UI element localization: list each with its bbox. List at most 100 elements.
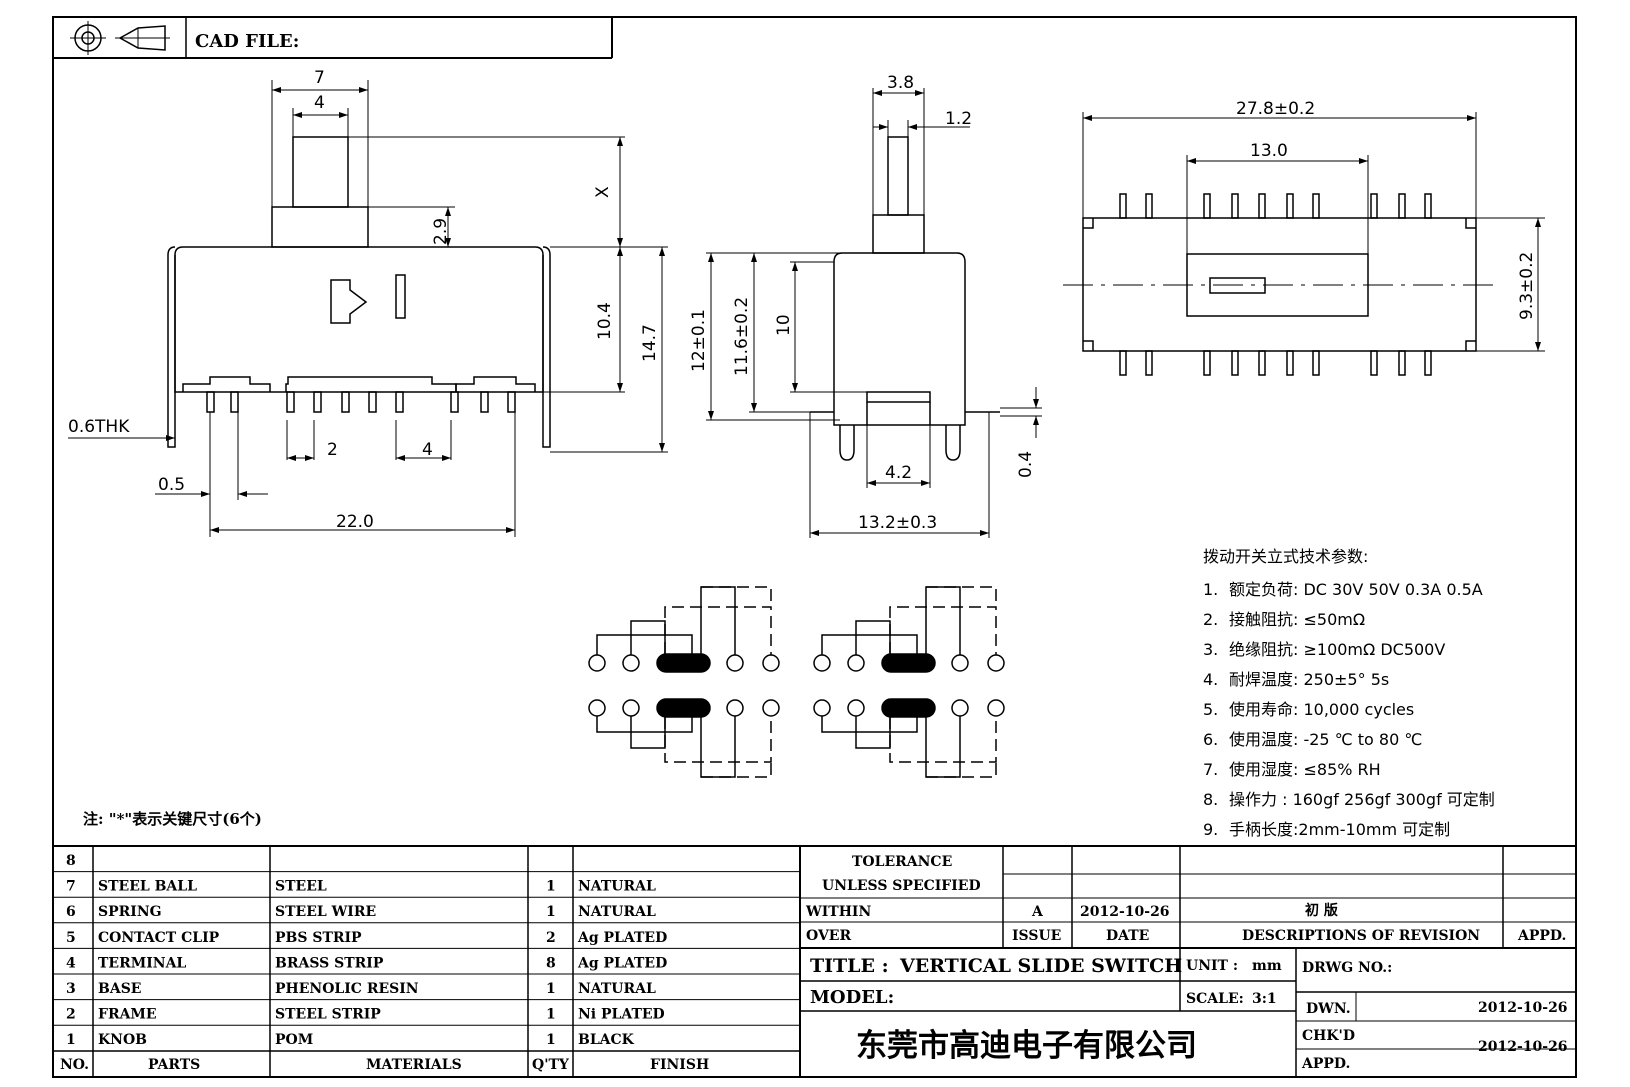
spec-item-number: 3. bbox=[1203, 640, 1218, 659]
bom-cell-finish: Ag PLATED bbox=[577, 930, 667, 946]
bom-cell-no: 5 bbox=[66, 930, 76, 946]
spec-item-number: 6. bbox=[1203, 730, 1218, 749]
tb-issue-header: ISSUE bbox=[1012, 928, 1061, 944]
dim-total-height: 14.7 bbox=[640, 324, 660, 362]
bom-cell-finish: Ni PLATED bbox=[578, 1007, 665, 1023]
side-dims bbox=[706, 88, 1042, 538]
spec-item-number: 4. bbox=[1203, 670, 1218, 689]
tb-tolerance: TOLERANCE bbox=[852, 854, 952, 870]
spec-item-text: 耐焊温度: 250±5° 5s bbox=[1229, 670, 1389, 689]
circuit-schematic-left bbox=[588, 586, 780, 778]
dim-side-width: 13.2±0.3 bbox=[858, 513, 937, 533]
bom-cell-qty: 2 bbox=[546, 930, 556, 946]
tb-scale-label: SCALE: bbox=[1186, 991, 1244, 1007]
tb-title-label: TITLE : bbox=[810, 955, 889, 977]
tb-within: WITHIN bbox=[805, 904, 871, 920]
bom-cell-material: STEEL STRIP bbox=[275, 1007, 381, 1023]
title-block-text: TOLERANCE UNLESS SPECIFIED WITHIN OVER A… bbox=[805, 854, 1568, 1072]
tb-model-label: MODEL: bbox=[810, 987, 894, 1008]
bom-cell-no: 7 bbox=[66, 879, 76, 895]
bom-headers: NO. PARTS MATERIALS Q'TY FINISH bbox=[60, 1057, 709, 1073]
spec-item-text: 使用温度: -25 ℃ to 80 ℃ bbox=[1229, 730, 1422, 749]
top-dims bbox=[1082, 112, 1545, 352]
bom-cell-part: KNOB bbox=[98, 1032, 147, 1048]
spec-item-number: 8. bbox=[1203, 790, 1218, 809]
front-pins bbox=[206, 391, 516, 413]
header-block: CAD FILE: bbox=[53, 17, 613, 59]
dim-thickness: 0.6THK bbox=[68, 417, 130, 437]
bom-cell-no: 4 bbox=[66, 955, 76, 971]
tb-dwn-date: 2012-10-26 bbox=[1478, 1000, 1568, 1016]
bom-cell-material: STEEL bbox=[275, 879, 327, 895]
spec-title: 拨动开关立式技术参数: bbox=[1203, 547, 1368, 566]
bom-cell-material: BRASS STRIP bbox=[275, 955, 384, 971]
bom-cell-no: 6 bbox=[66, 904, 76, 920]
bom-cell-part: CONTACT CLIP bbox=[98, 930, 220, 946]
drawing-border bbox=[52, 16, 1577, 1078]
spec-item-text: 绝缘阻抗: ≥100mΩ DC500V bbox=[1229, 640, 1445, 659]
top-pins bbox=[1119, 193, 1432, 376]
tb-company: 东莞市高迪电子有限公司 bbox=[856, 1028, 1197, 1064]
front-dims bbox=[68, 80, 668, 537]
tb-dwn: DWN. bbox=[1306, 1001, 1351, 1017]
bom-cell-part: STEEL BALL bbox=[98, 879, 197, 895]
tb-rev-date: 2012-10-26 bbox=[1080, 904, 1170, 920]
tb-over: OVER bbox=[806, 928, 851, 944]
tb-unit-label: UNIT : bbox=[1186, 958, 1238, 974]
dim-top-width: 9.3±0.2 bbox=[1517, 252, 1537, 320]
spec-item-text: 操作力 : 160gf 256gf 300gf 可定制 bbox=[1229, 790, 1495, 809]
tb-rev-desc: 初 版 bbox=[1305, 902, 1338, 919]
tb-unless: UNLESS SPECIFIED bbox=[822, 878, 981, 894]
circuit-schematic-right bbox=[813, 586, 1005, 778]
tb-desc-header: DESCRIPTIONS OF REVISION bbox=[1242, 928, 1480, 944]
spec-item-number: 5. bbox=[1203, 700, 1218, 719]
spec-item-number: 2. bbox=[1203, 610, 1218, 629]
dim-top-length: 27.8±0.2 bbox=[1236, 99, 1315, 119]
bom-cell-qty: 8 bbox=[546, 955, 556, 971]
bom-cell-finish: Ag PLATED bbox=[577, 955, 667, 971]
spec-item-text: 接触阻抗: ≤50mΩ bbox=[1229, 610, 1365, 629]
dim-side-height-b: 11.6±0.2 bbox=[732, 297, 752, 376]
bom-cell-no: 3 bbox=[66, 981, 76, 997]
spec-item-number: 1. bbox=[1203, 580, 1218, 599]
bom-cell-part: FRAME bbox=[98, 1007, 157, 1023]
bom-header-no: NO. bbox=[60, 1057, 89, 1073]
top-dim-labels: 27.8±0.2 13.0 9.3±0.2 bbox=[1236, 99, 1537, 320]
tb-appd-header: APPD. bbox=[1517, 928, 1566, 944]
tb-chkd-date: 2012-10-26 bbox=[1478, 1039, 1568, 1055]
dim-side-knob-slot: 1.2 bbox=[945, 109, 972, 129]
dim-pin-gap: 4 bbox=[422, 440, 433, 460]
front-view bbox=[167, 136, 551, 448]
projection-symbol-icon bbox=[70, 21, 170, 55]
dim-knob-inner: 4 bbox=[314, 93, 325, 113]
spec-item-text: 使用湿度: ≤85% RH bbox=[1229, 760, 1381, 779]
bom-cell-no: 8 bbox=[66, 853, 76, 869]
bom-cell-part: BASE bbox=[98, 981, 141, 997]
bom-cell-qty: 1 bbox=[546, 879, 556, 895]
bom-cell-qty: 1 bbox=[546, 904, 556, 920]
bom-header-finish: FINISH bbox=[650, 1057, 709, 1073]
bom-cell-qty: 1 bbox=[546, 1007, 556, 1023]
tb-unit-value: mm bbox=[1252, 958, 1282, 974]
note-text: 注: "*"表示关键尺寸(6个) bbox=[83, 810, 262, 828]
bom-cell-no: 2 bbox=[66, 1007, 76, 1023]
dim-pin-pitch: 2 bbox=[327, 440, 338, 460]
spec-item-text: 额定负荷: DC 30V 50V 0.3A 0.5A bbox=[1229, 580, 1483, 599]
dim-knob-width: 7 bbox=[314, 68, 325, 88]
spec-item-text: 手柄长度:2mm-10mm 可定制 bbox=[1229, 820, 1450, 839]
side-dim-labels: 3.8 1.2 12±0.1 11.6±0.2 10 4.2 0.4 13.2±… bbox=[689, 73, 1036, 533]
bom-header-qty: Q'TY bbox=[532, 1057, 570, 1073]
dim-body-height: 10.4 bbox=[595, 302, 615, 340]
bom-cell-material: PHENOLIC RESIN bbox=[275, 981, 419, 997]
bom-header-parts: PARTS bbox=[148, 1057, 200, 1073]
bom-cell-finish: NATURAL bbox=[578, 904, 656, 920]
title-block bbox=[800, 845, 1576, 1077]
dim-side-pcb-thk: 0.4 bbox=[1016, 451, 1036, 478]
dim-side-knob-width: 3.8 bbox=[887, 73, 914, 93]
spec-item-text: 使用寿命: 10,000 cycles bbox=[1229, 700, 1414, 719]
dim-pin-width: 0.5 bbox=[158, 475, 185, 495]
tb-title-value: VERTICAL SLIDE SWITCH bbox=[899, 955, 1182, 977]
bom-header-materials: MATERIALS bbox=[366, 1057, 462, 1073]
